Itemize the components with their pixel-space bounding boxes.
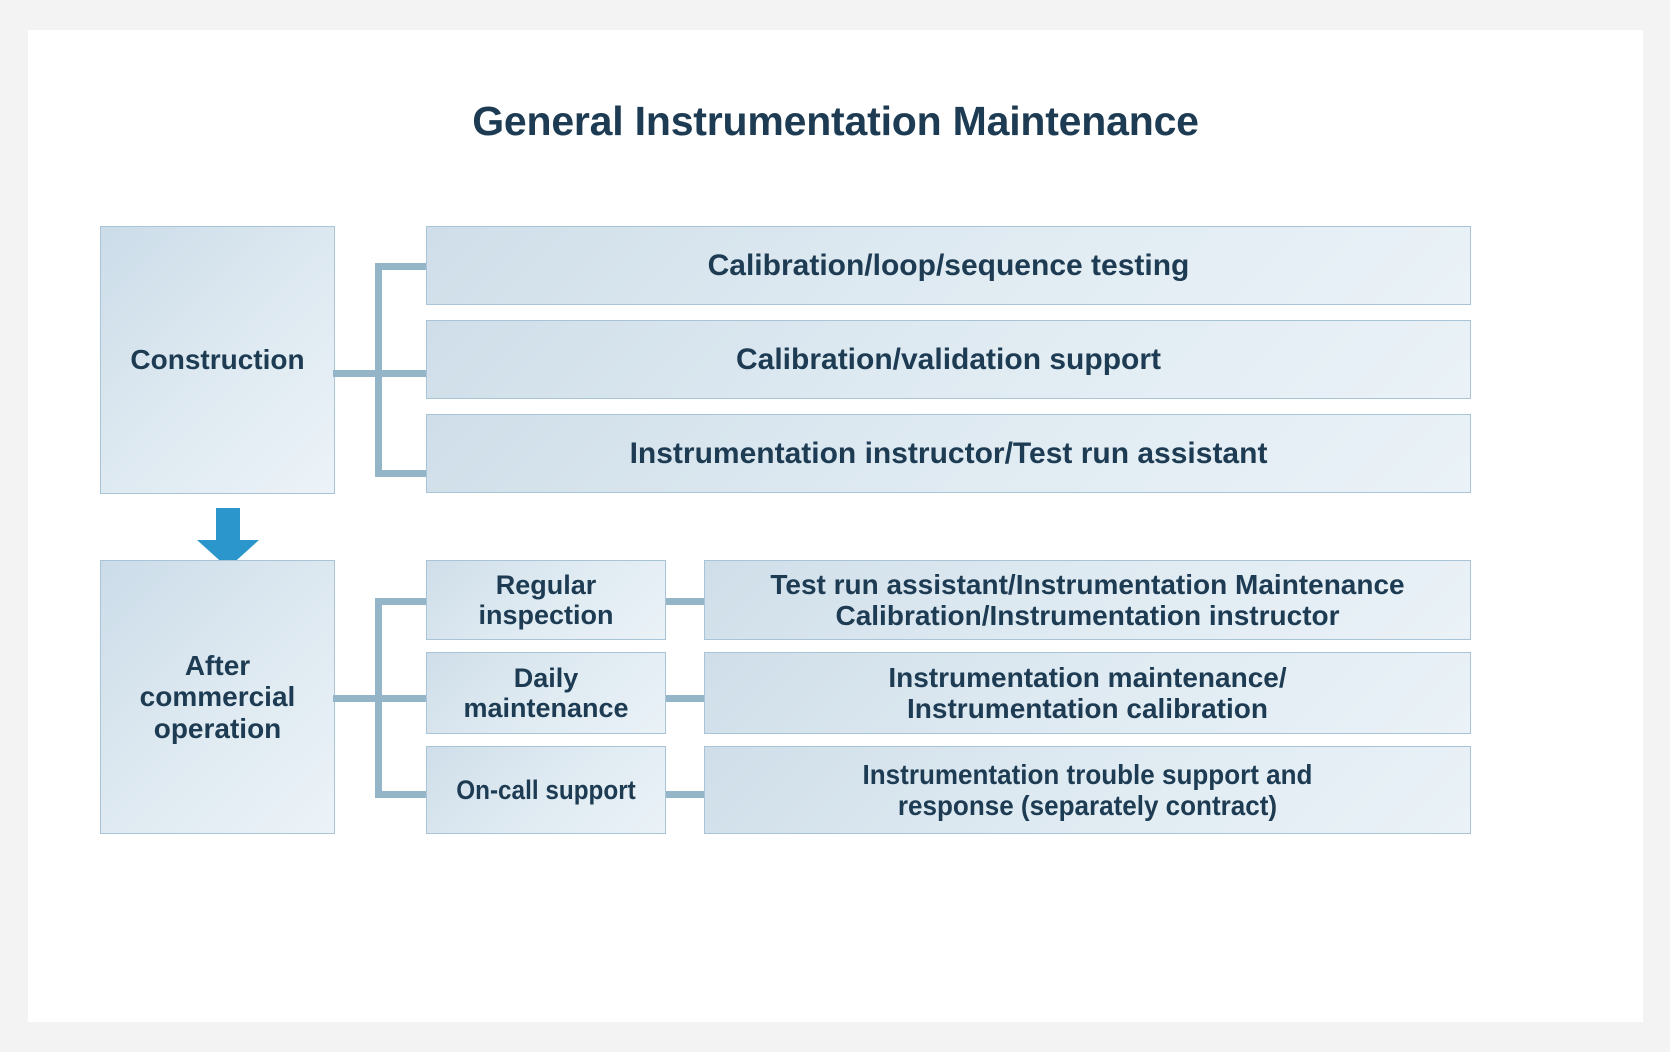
connector-operation-branch-2 — [375, 695, 427, 702]
connector-construction-branch-3 — [375, 470, 427, 477]
mid-label-line-2: maintenance — [463, 693, 629, 723]
mid-label-line-2: inspection — [478, 600, 614, 630]
item-box-calibration-loop-sequence-testing[interactable]: Calibration/loop/sequence testing — [426, 226, 1471, 305]
connector-on-call-support-to-detail — [666, 791, 706, 798]
item-box-calibration-validation-support[interactable]: Calibration/validation support — [426, 320, 1471, 399]
connector-construction-trunk — [333, 370, 381, 377]
detail-label-line-1: Instrumentation trouble support and — [862, 758, 1313, 790]
connector-construction-branch-2 — [375, 370, 427, 377]
stage-label-line-2: commercial — [139, 681, 296, 713]
detail-label-line-1: Test run assistant/Instrumentation Maint… — [770, 568, 1405, 600]
connector-operation-trunk — [333, 695, 381, 702]
detail-label-regular-inspection: Test run assistant/Instrumentation Maint… — [705, 569, 1470, 632]
item-label-calibration-validation-support: Calibration/validation support — [735, 342, 1162, 376]
item-label-instrumentation-instructor-test-run-assistant: Instrumentation instructor/Test run assi… — [629, 436, 1268, 470]
detail-box-daily-maintenance[interactable]: Instrumentation maintenance/Instrumentat… — [704, 652, 1471, 734]
stage-box-construction[interactable]: Construction — [100, 226, 335, 494]
arrow-down-icon — [191, 508, 265, 570]
mid-box-on-call-support[interactable]: On-call support — [426, 746, 666, 834]
detail-label-line-2: Instrumentation calibration — [907, 693, 1268, 724]
connector-regular-inspection-to-detail — [666, 598, 706, 605]
detail-label-line-1: Instrumentation maintenance/ — [888, 661, 1287, 693]
stage-label-line-1: After — [184, 649, 251, 681]
mid-label-line-1: Daily — [513, 662, 579, 693]
mid-label-line-1: Regular — [495, 569, 597, 600]
stage-label-construction: Construction — [130, 344, 305, 376]
connector-operation-branch-3 — [375, 791, 427, 798]
connector-daily-maintenance-to-detail — [666, 695, 706, 702]
instrumentation-maintenance-diagram: General Instrumentation Maintenance Cons… — [28, 30, 1643, 1022]
page-title: General Instrumentation Maintenance — [472, 98, 1199, 144]
detail-label-line-2: response (separately contract) — [897, 790, 1278, 821]
item-box-instrumentation-instructor-test-run-assistant[interactable]: Instrumentation instructor/Test run assi… — [426, 414, 1471, 493]
detail-label-line-2: Calibration/Instrumentation instructor — [835, 600, 1340, 631]
stage-label-line-3: operation — [153, 712, 282, 744]
mid-label-on-call-support: On-call support — [456, 774, 636, 805]
item-label-calibration-loop-sequence-testing: Calibration/loop/sequence testing — [707, 248, 1190, 282]
detail-box-regular-inspection[interactable]: Test run assistant/Instrumentation Maint… — [704, 560, 1471, 640]
detail-label-daily-maintenance: Instrumentation maintenance/Instrumentat… — [705, 662, 1470, 725]
diagram-card: General Instrumentation Maintenance Cons… — [28, 30, 1643, 1022]
connector-construction-branch-1 — [375, 263, 427, 270]
connector-operation-branch-1 — [375, 598, 427, 605]
